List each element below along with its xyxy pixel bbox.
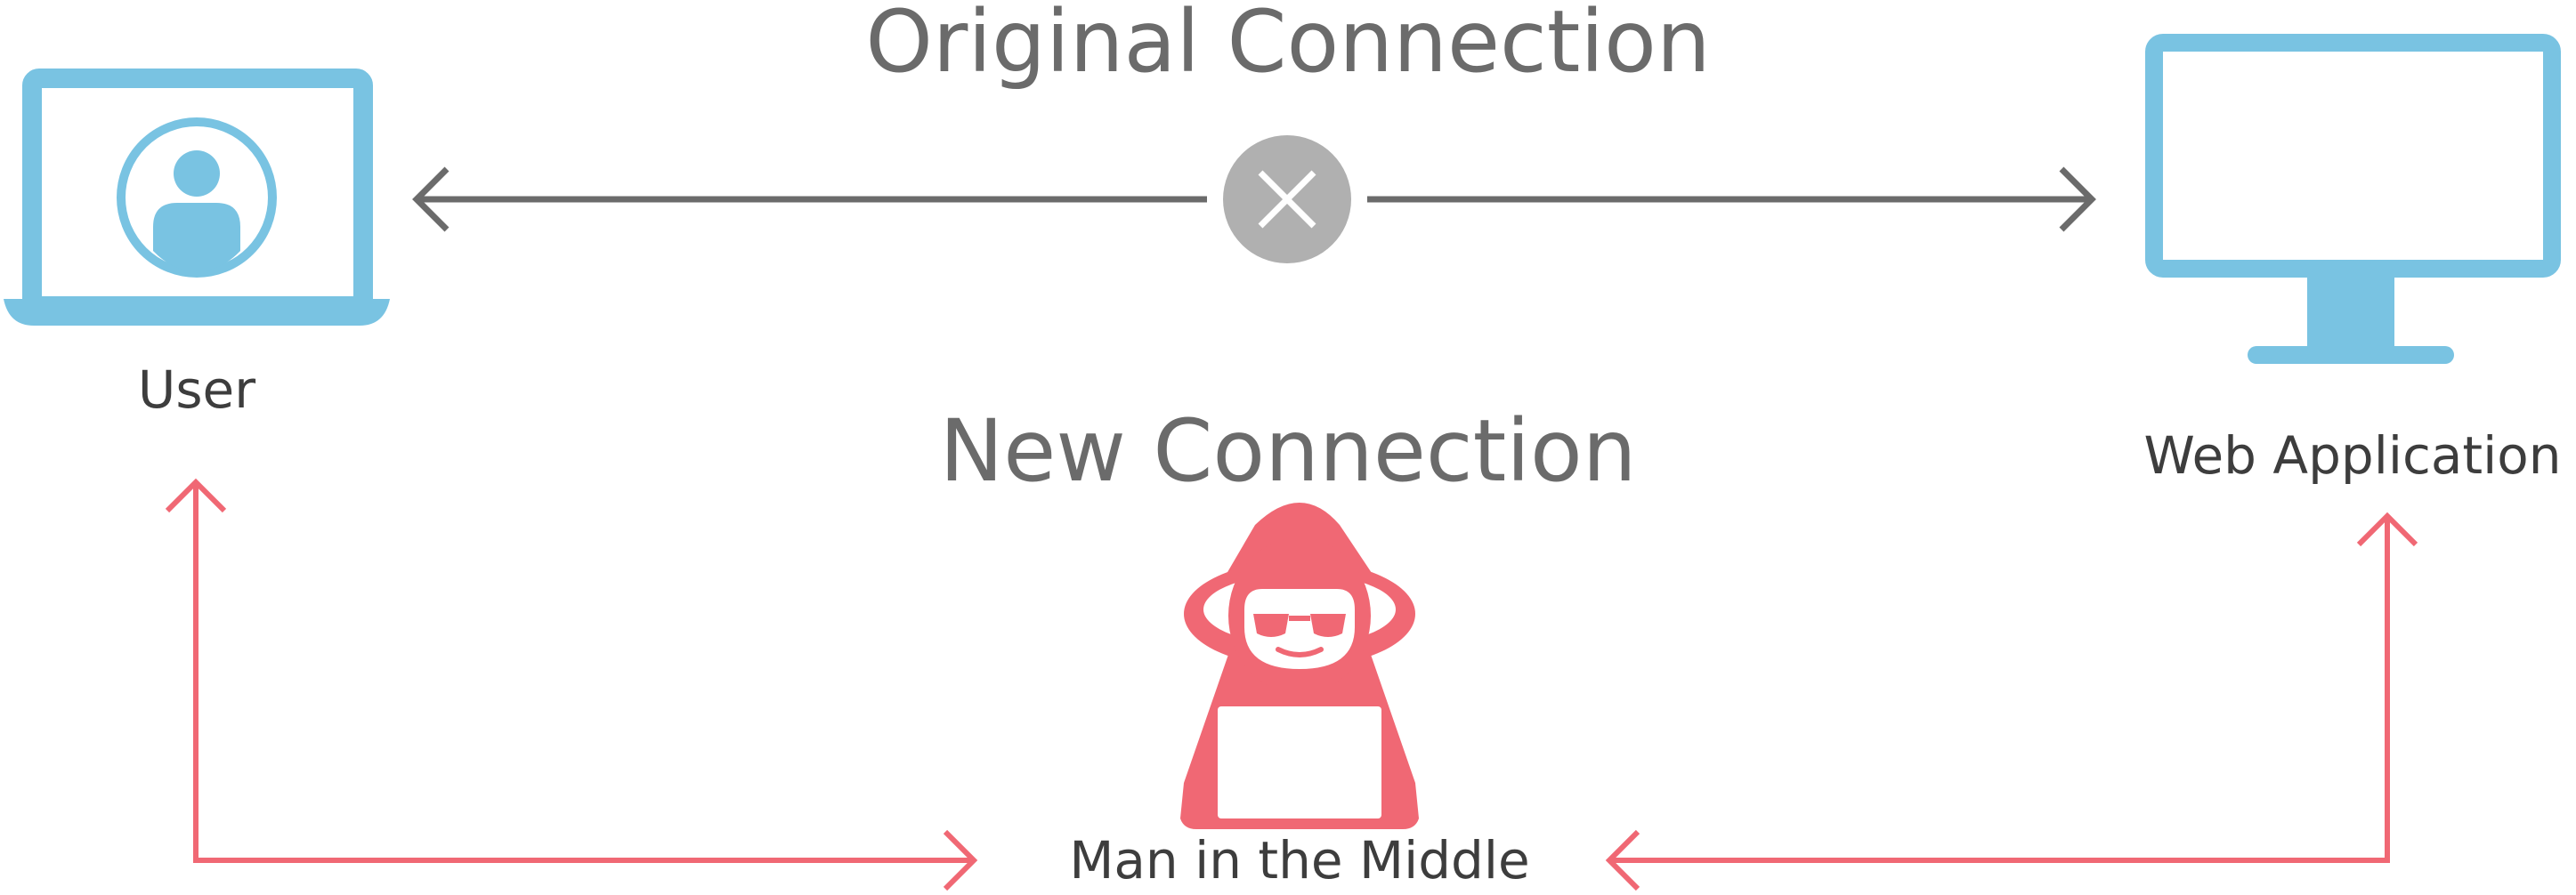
web-application-label: Web Application [2144, 425, 2562, 486]
new-connection-heading: New Connection [939, 401, 1636, 501]
original-connection-arrow [412, 166, 2096, 232]
attacker-to-webapp-arrow [1605, 512, 2418, 891]
man-in-the-middle-label: Man in the Middle [1069, 830, 1529, 891]
monitor-icon [2145, 34, 2561, 364]
hooded-hacker-icon [1180, 503, 1419, 829]
user-avatar-icon [117, 117, 277, 278]
x-circle-icon [1223, 135, 1351, 263]
user-to-attacker-arrow [165, 478, 978, 891]
laptop-icon [4, 69, 390, 326]
original-connection-heading: Original Connection [865, 0, 1710, 92]
user-label: User [138, 359, 255, 420]
